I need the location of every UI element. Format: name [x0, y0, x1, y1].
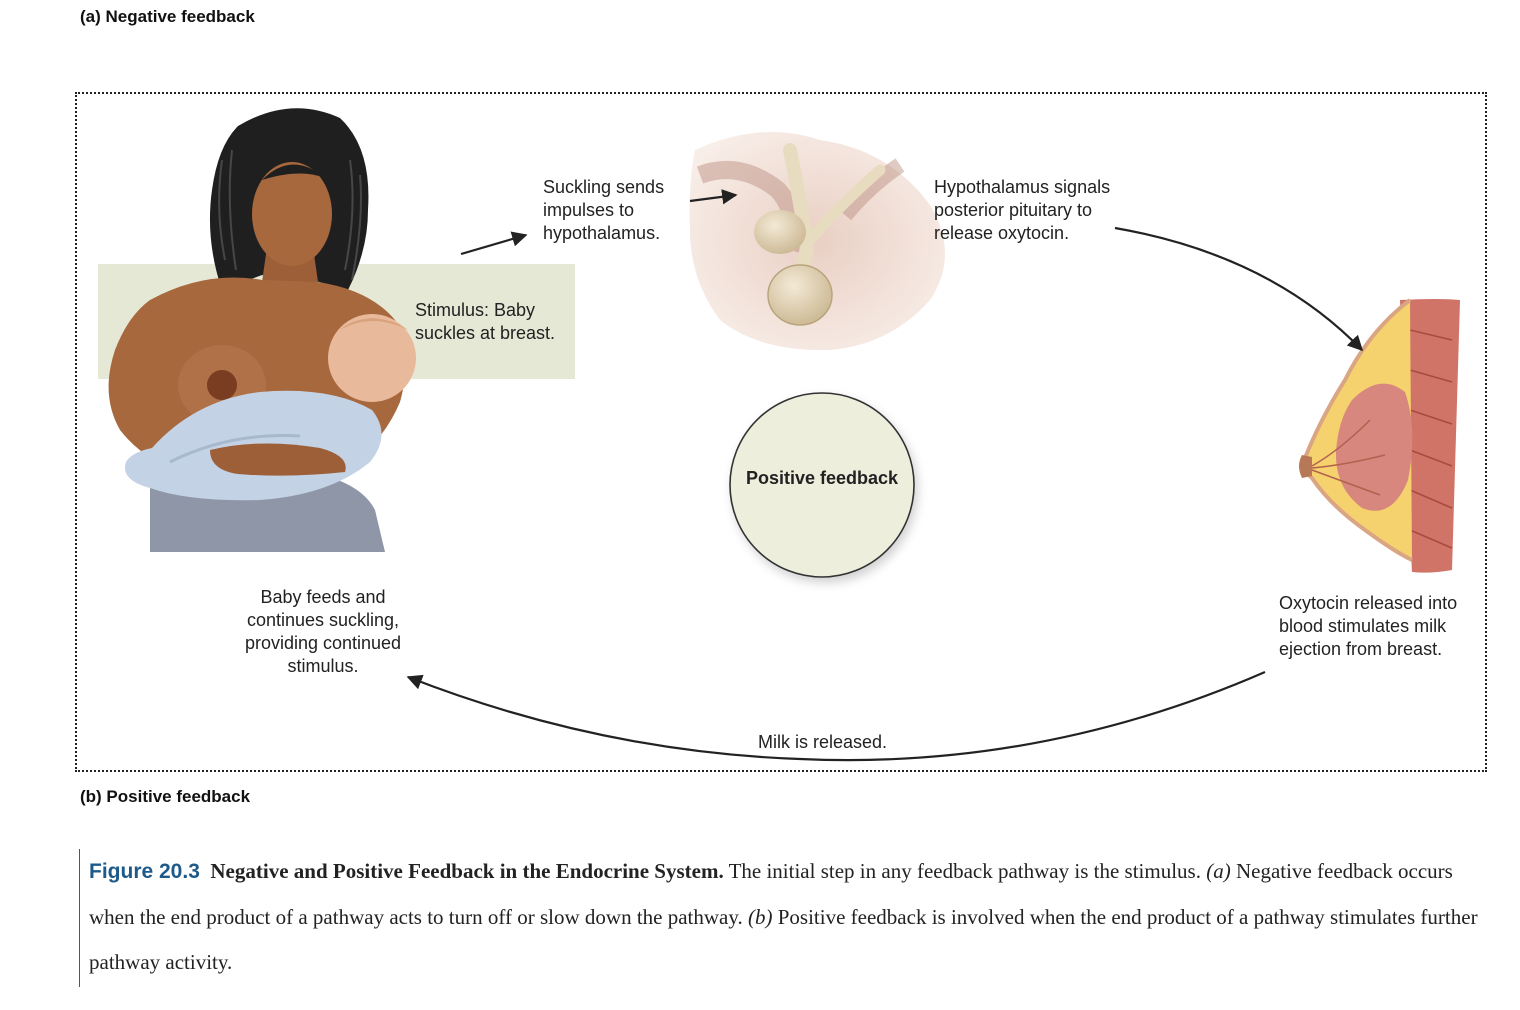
caption-text-3: Positive feedback is involved when the e… [89, 904, 1478, 975]
caption-marker-b: (b) [748, 904, 773, 929]
areola [207, 370, 237, 400]
step-baby-feeds: Baby feeds and continues suckling, provi… [244, 587, 402, 676]
caption-title: Negative and Positive Feedback in the En… [210, 859, 724, 883]
step-oxytocin: Oxytocin released into blood stimulates … [1279, 593, 1458, 659]
caption-figure-number: Figure 20.3 [89, 860, 200, 883]
panel-a-label: (a) Negative feedback [80, 7, 255, 26]
figure-caption: Figure 20.3 Negative and Positive Feedba… [79, 849, 1479, 987]
caption-marker-a: (a) [1206, 859, 1231, 883]
center-circle [729, 392, 915, 578]
arrow-suckling-to-pituitary [689, 189, 738, 205]
caption-text-1: The initial step in any feedback pathway… [723, 859, 1207, 883]
positive-feedback-frame [75, 92, 1487, 772]
panel-b-label: (b) Positive feedback [80, 787, 251, 806]
step-suckling: Suckling sends impulses to hypothalamus. [543, 177, 665, 243]
caption-text-2: Negative feedback occurs when the end pr… [89, 859, 1453, 929]
step-stimulus: Stimulus: Baby suckles at breast. [415, 300, 556, 343]
pituitary-illustration [689, 132, 945, 351]
step-milk-released: Milk is released. [758, 732, 888, 752]
center-label: Positive feedback [745, 468, 899, 488]
mother-baby-illustration [108, 108, 416, 552]
arrow-hypothalamus-to-breast [1114, 226, 1364, 352]
breast-anatomy-illustration [1299, 298, 1460, 573]
arrow-milk-release [406, 670, 1266, 762]
step-hypothalamus: Hypothalamus signals posterior pituitary… [934, 177, 1111, 243]
arrow-stimulus-to-suckling [460, 231, 528, 256]
